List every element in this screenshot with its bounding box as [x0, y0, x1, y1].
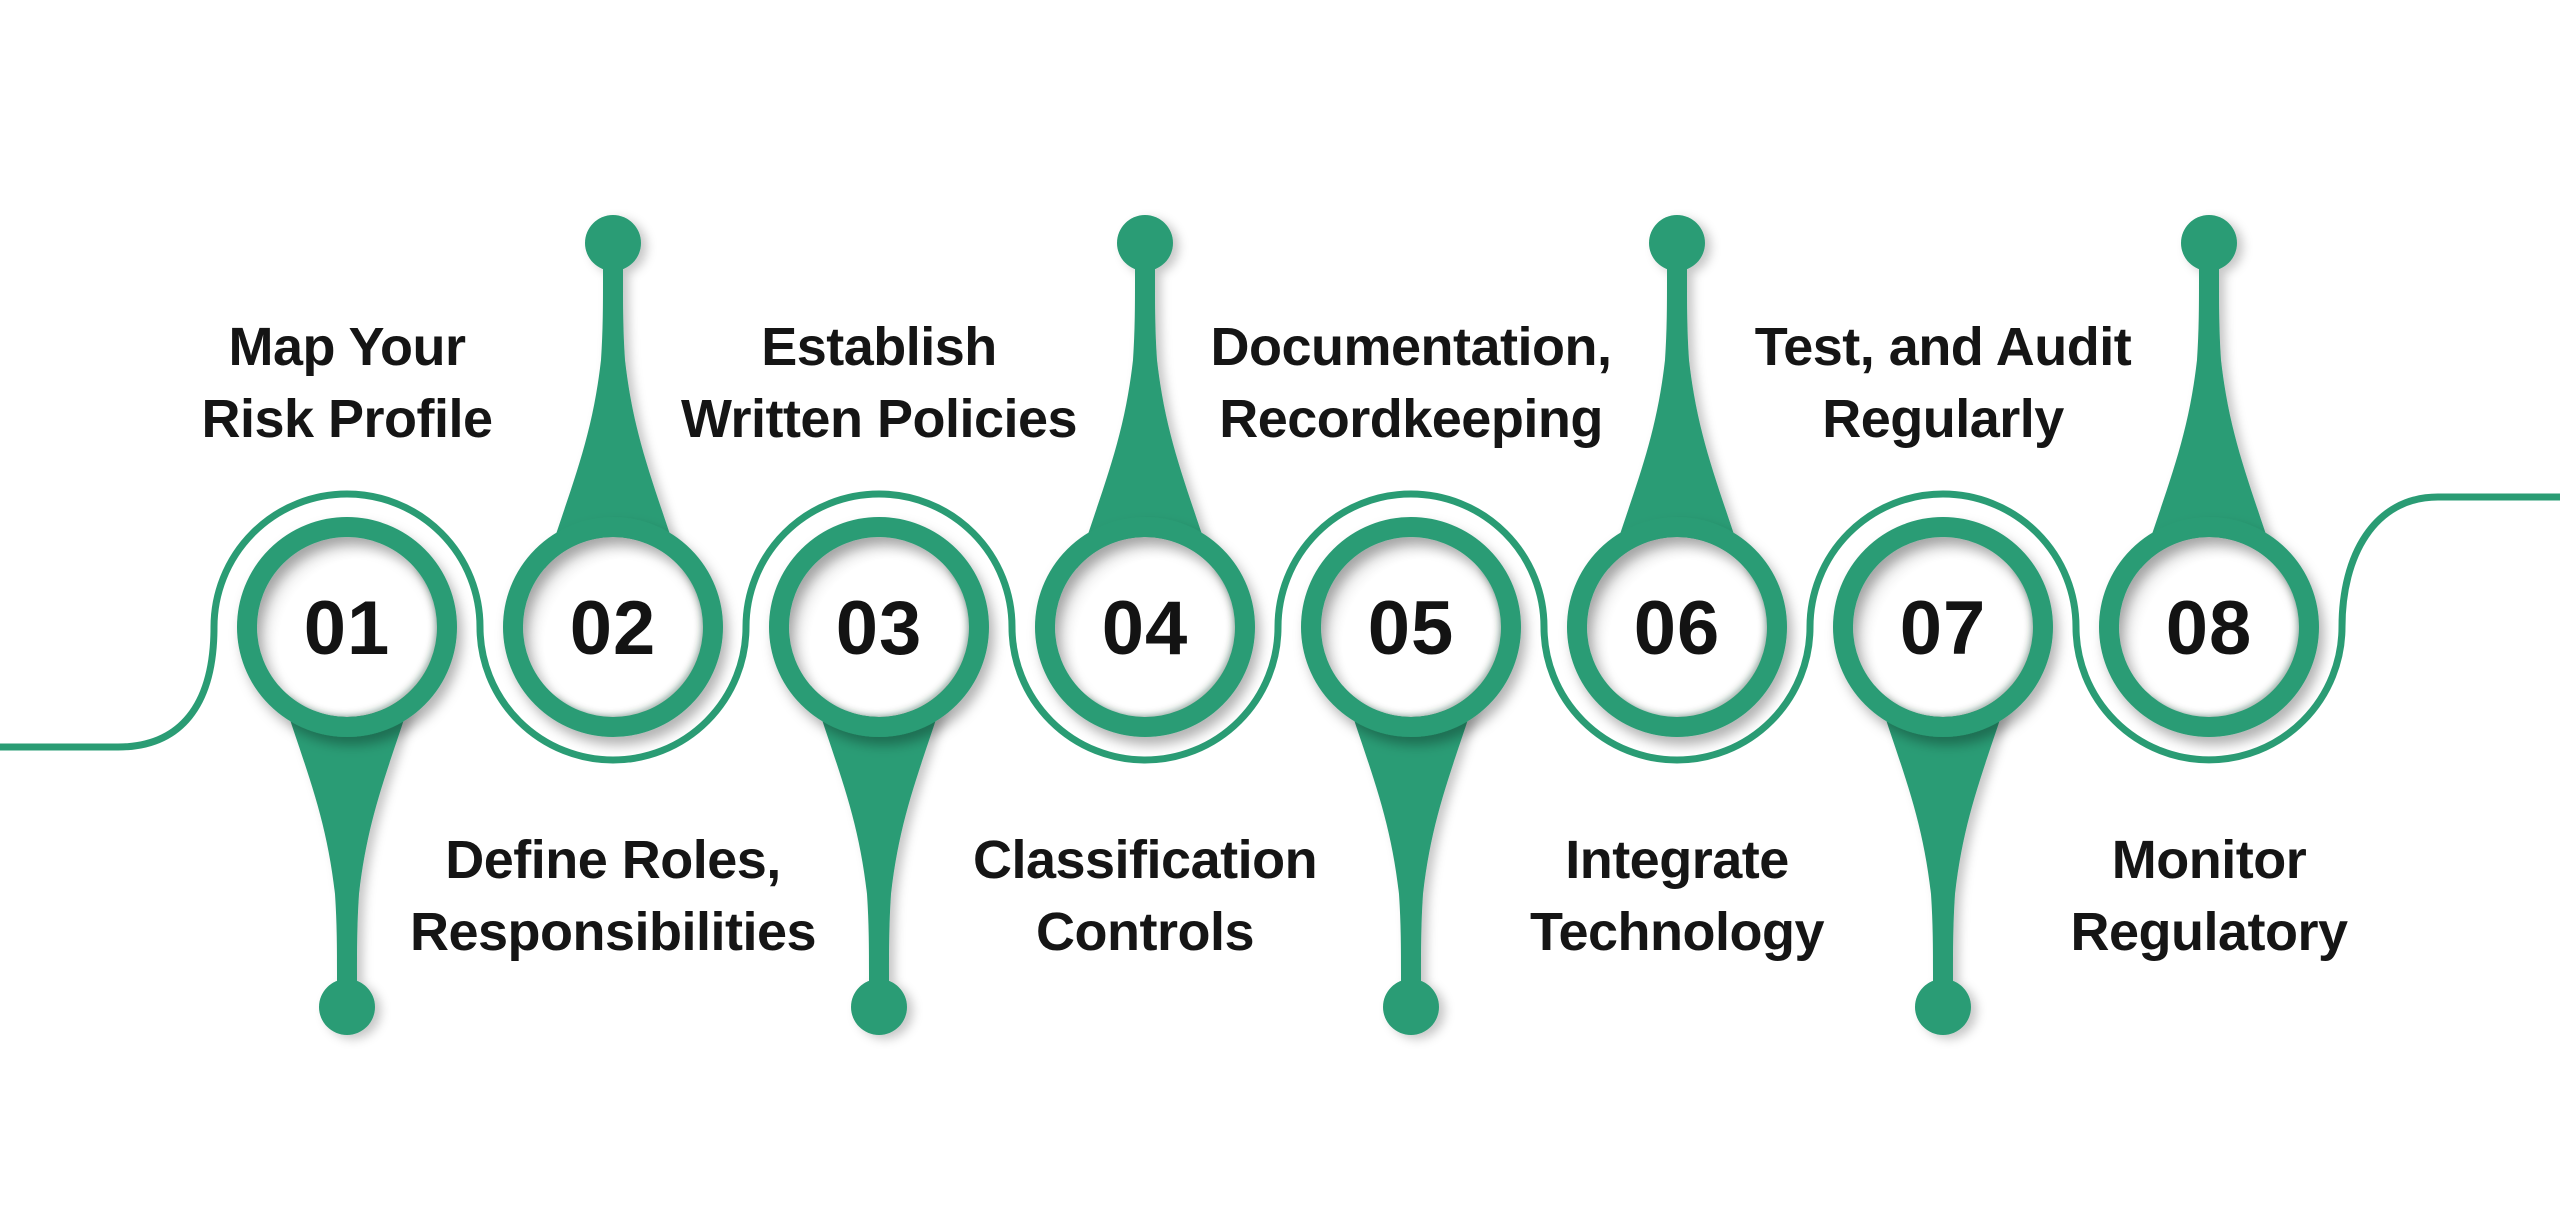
- step-circle-inner: [789, 537, 969, 717]
- step-label-line: Integrate: [1565, 830, 1789, 890]
- step-label-line: Test, and Audit: [1754, 317, 2132, 377]
- step-label-line: Technology: [1529, 902, 1825, 962]
- step-label-line: Map Your: [228, 317, 466, 377]
- step-label-line: Controls: [1035, 902, 1255, 962]
- step-number: 02: [570, 586, 657, 671]
- step-label-05: Documentation, Recordkeeping: [1210, 311, 1612, 455]
- step-node-07: 07: [1833, 517, 2053, 1035]
- stem-connector: [803, 660, 955, 1002]
- step-circle-inner: [2119, 537, 2299, 717]
- step-label-line: Regularly: [1822, 389, 2064, 449]
- step-node-04: 04: [1035, 215, 1255, 737]
- stem-ball: [1117, 215, 1173, 271]
- step-node-02: 02: [503, 215, 723, 737]
- stem-connector: [1867, 660, 2019, 1002]
- step-number: 08: [2166, 586, 2253, 671]
- step-circle-ring: [1035, 517, 1255, 737]
- step-circle-inner: [523, 537, 703, 717]
- stem-connector: [1335, 660, 1487, 1002]
- step-label-line: Classification: [972, 830, 1318, 890]
- step-label-line: Recordkeeping: [1219, 389, 1603, 449]
- stem-connector: [271, 660, 423, 1002]
- stem-ball: [1649, 215, 1705, 271]
- stem-group: [1069, 215, 1221, 594]
- step-circle-ring: [1301, 517, 1521, 737]
- stem-ball: [851, 979, 907, 1035]
- step-circle-ring: [503, 517, 723, 737]
- step-label-line: Documentation,: [1210, 317, 1612, 377]
- step-circle-ring: [1833, 517, 2053, 737]
- step-circle-inner: [1853, 537, 2033, 717]
- step-circle-ring: [769, 517, 989, 737]
- stem-group: [1601, 215, 1753, 594]
- step-circle-ring: [2099, 517, 2319, 737]
- step-number: 06: [1634, 586, 1721, 671]
- step-node-06: 06: [1567, 215, 1787, 737]
- stem-ball: [585, 215, 641, 271]
- stem-group: [803, 660, 955, 1035]
- stem-ball: [319, 979, 375, 1035]
- step-node-01: 01: [237, 517, 457, 1035]
- step-circle-inner: [1321, 537, 1501, 717]
- stem-ball: [1383, 979, 1439, 1035]
- stem-group: [537, 215, 689, 594]
- step-number: 01: [304, 586, 391, 671]
- step-circle-inner: [1587, 537, 1767, 717]
- stem-group: [1335, 660, 1487, 1035]
- flow-wave-line: [0, 490, 2560, 764]
- step-node-03: 03: [769, 517, 989, 1035]
- step-number: 05: [1368, 586, 1455, 671]
- step-label-line: Define Roles,: [445, 830, 781, 890]
- step-number: 04: [1102, 586, 1189, 671]
- step-number: 07: [1900, 586, 1987, 671]
- step-nodes-layer: 01 02 03 04 05 06 07 08: [237, 215, 2319, 1035]
- step-label-line: Responsibilities: [409, 902, 817, 962]
- step-circle-inner: [257, 537, 437, 717]
- flow-wave-layer: [0, 490, 2560, 764]
- step-label-line: Risk Profile: [201, 389, 493, 449]
- step-number: 03: [836, 586, 923, 671]
- step-label-02: Define Roles, Responsibilities: [409, 824, 817, 968]
- step-label-line: Written Policies: [680, 389, 1078, 449]
- step-circle-inner: [1055, 537, 1235, 717]
- step-node-05: 05: [1301, 517, 1521, 1035]
- stem-connector: [537, 252, 689, 594]
- stem-connector: [2133, 252, 2285, 594]
- step-label-line: Establish: [761, 317, 997, 377]
- step-label-line: Regulatory: [2070, 902, 2348, 962]
- stem-connector: [1601, 252, 1753, 594]
- stem-group: [2133, 215, 2285, 594]
- stem-group: [271, 660, 423, 1035]
- step-circle-ring: [237, 517, 457, 737]
- stem-group: [1867, 660, 2019, 1035]
- step-node-08: 08: [2099, 215, 2319, 737]
- stem-connector: [1069, 252, 1221, 594]
- step-label-line: Monitor: [2111, 830, 2307, 890]
- stem-ball: [2181, 215, 2237, 271]
- step-circle-ring: [1567, 517, 1787, 737]
- stem-ball: [1915, 979, 1971, 1035]
